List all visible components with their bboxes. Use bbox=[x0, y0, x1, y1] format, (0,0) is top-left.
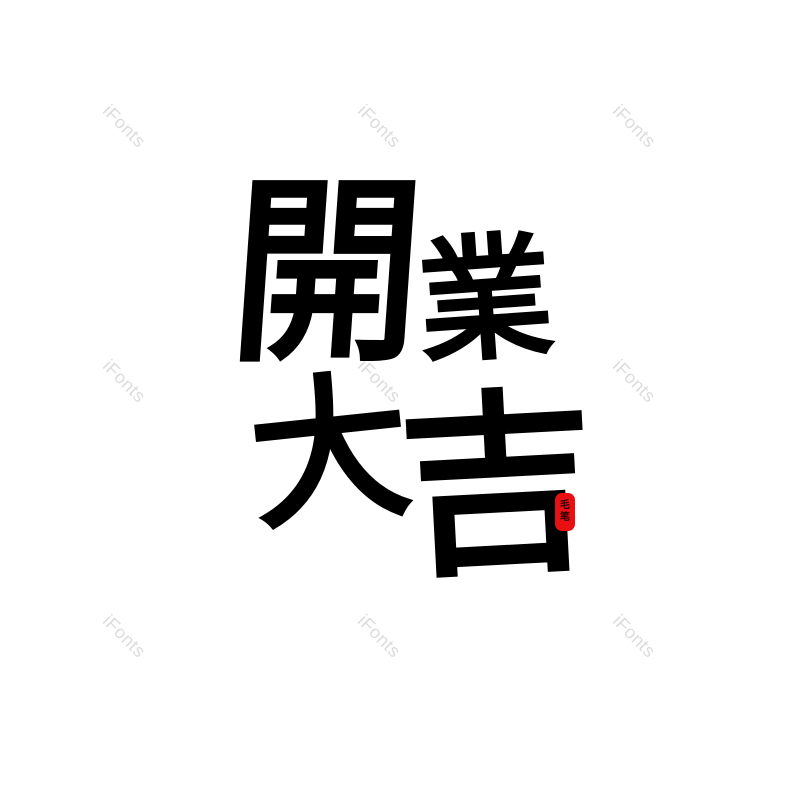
watermark: iFonts bbox=[353, 610, 405, 662]
seal-char: 毛 bbox=[560, 500, 570, 511]
calligraphy-char-ji: 吉 bbox=[394, 366, 601, 605]
calligraphy-char-ye: 業 bbox=[412, 215, 559, 384]
watermark: iFonts bbox=[608, 100, 660, 152]
watermark: iFonts bbox=[98, 610, 150, 662]
watermark: iFonts bbox=[353, 100, 405, 152]
calligraphy-char-kai: 開 bbox=[223, 155, 431, 390]
watermark: iFonts bbox=[98, 355, 150, 407]
watermark: iFonts bbox=[608, 610, 660, 662]
watermark: iFonts bbox=[608, 355, 660, 407]
calligraphy-char-da: 大 bbox=[240, 350, 420, 554]
seal-char: 笔 bbox=[560, 512, 570, 523]
red-seal-stamp: 毛 笔 bbox=[555, 493, 575, 531]
watermark: iFonts bbox=[98, 100, 150, 152]
